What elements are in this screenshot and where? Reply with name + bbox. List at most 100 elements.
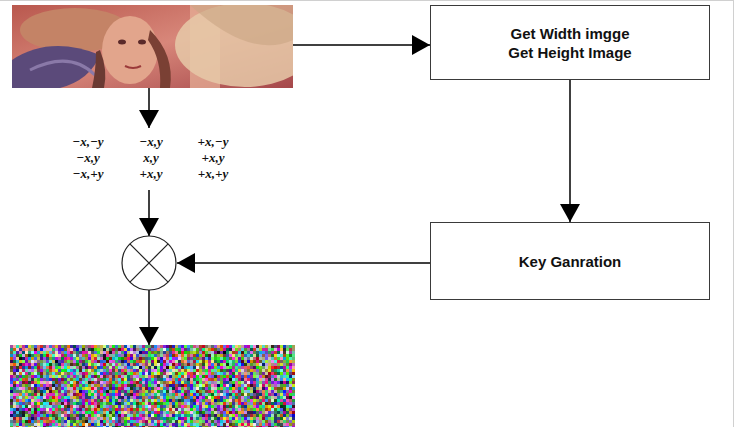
noise-pixel [46,396,49,399]
noise-pixel [268,357,271,360]
noise-pixel [70,390,73,393]
noise-pixel [79,399,82,402]
noise-pixel [253,372,256,375]
noise-pixel [181,396,184,399]
noise-pixel [124,399,127,402]
noise-pixel [220,402,223,405]
noise-pixel [85,384,88,387]
noise-pixel [175,357,178,360]
noise-pixel [139,366,142,369]
noise-pixel [106,390,109,393]
noise-pixel [127,393,130,396]
noise-pixel [58,363,61,366]
noise-pixel [259,354,262,357]
noise-pixel [166,375,169,378]
noise-pixel [271,390,274,393]
noise-pixel [130,348,133,351]
noise-pixel [166,393,169,396]
noise-pixel [286,381,289,384]
noise-pixel [25,369,28,372]
noise-pixel [82,369,85,372]
noise-pixel [145,402,148,405]
noise-pixel [202,345,205,348]
noise-pixel [172,375,175,378]
noise-pixel [31,375,34,378]
noise-pixel [31,369,34,372]
noise-pixel [175,378,178,381]
noise-pixel [211,393,214,396]
noise-pixel [25,387,28,390]
noise-pixel [172,351,175,354]
noise-pixel [64,381,67,384]
noise-pixel [211,399,214,402]
noise-pixel [106,387,109,390]
noise-pixel [115,390,118,393]
noise-pixel [178,354,181,357]
noise-pixel [163,363,166,366]
noise-pixel [40,369,43,372]
noise-pixel [280,366,283,369]
noise-pixel [13,405,16,408]
noise-pixel [10,375,13,378]
noise-pixel [154,351,157,354]
noise-pixel [34,369,37,372]
noise-pixel [19,357,22,360]
noise-pixel [199,372,202,375]
noise-pixel [181,348,184,351]
noise-pixel [244,363,247,366]
noise-pixel [208,378,211,381]
noise-pixel [112,363,115,366]
noise-pixel [289,348,292,351]
noise-pixel [88,381,91,384]
noise-pixel [118,372,121,375]
noise-pixel [10,405,13,408]
noise-pixel [133,399,136,402]
noise-pixel [283,351,286,354]
noise-pixel [181,357,184,360]
noise-pixel [196,372,199,375]
noise-pixel [205,369,208,372]
noise-pixel [115,348,118,351]
noise-pixel [28,345,31,348]
noise-pixel [127,384,130,387]
noise-pixel [226,387,229,390]
noise-pixel [70,345,73,348]
noise-pixel [289,390,292,393]
noise-pixel [268,348,271,351]
noise-pixel [160,357,163,360]
noise-pixel [142,348,145,351]
noise-pixel [109,369,112,372]
noise-pixel [31,354,34,357]
noise-pixel [172,402,175,405]
noise-pixel [124,348,127,351]
noise-pixel [256,345,259,348]
noise-pixel [142,384,145,387]
noise-pixel [178,405,181,408]
noise-pixel [202,396,205,399]
noise-pixel [40,345,43,348]
noise-pixel [43,381,46,384]
noise-pixel [259,369,262,372]
noise-pixel [88,402,91,405]
noise-pixel [184,351,187,354]
noise-pixel [166,354,169,357]
noise-pixel [214,372,217,375]
noise-pixel [262,396,265,399]
noise-pixel [190,375,193,378]
noise-pixel [157,366,160,369]
noise-pixel [220,348,223,351]
noise-pixel [187,345,190,348]
noise-pixel [157,369,160,372]
noise-pixel [223,402,226,405]
noise-pixel [226,357,229,360]
noise-pixel [160,366,163,369]
noise-pixel [262,369,265,372]
noise-pixel [238,390,241,393]
noise-pixel [199,357,202,360]
noise-pixel [292,396,295,399]
noise-pixel [139,363,142,366]
noise-pixel [196,363,199,366]
noise-pixel [121,366,124,369]
noise-pixel [274,384,277,387]
noise-pixel [232,366,235,369]
